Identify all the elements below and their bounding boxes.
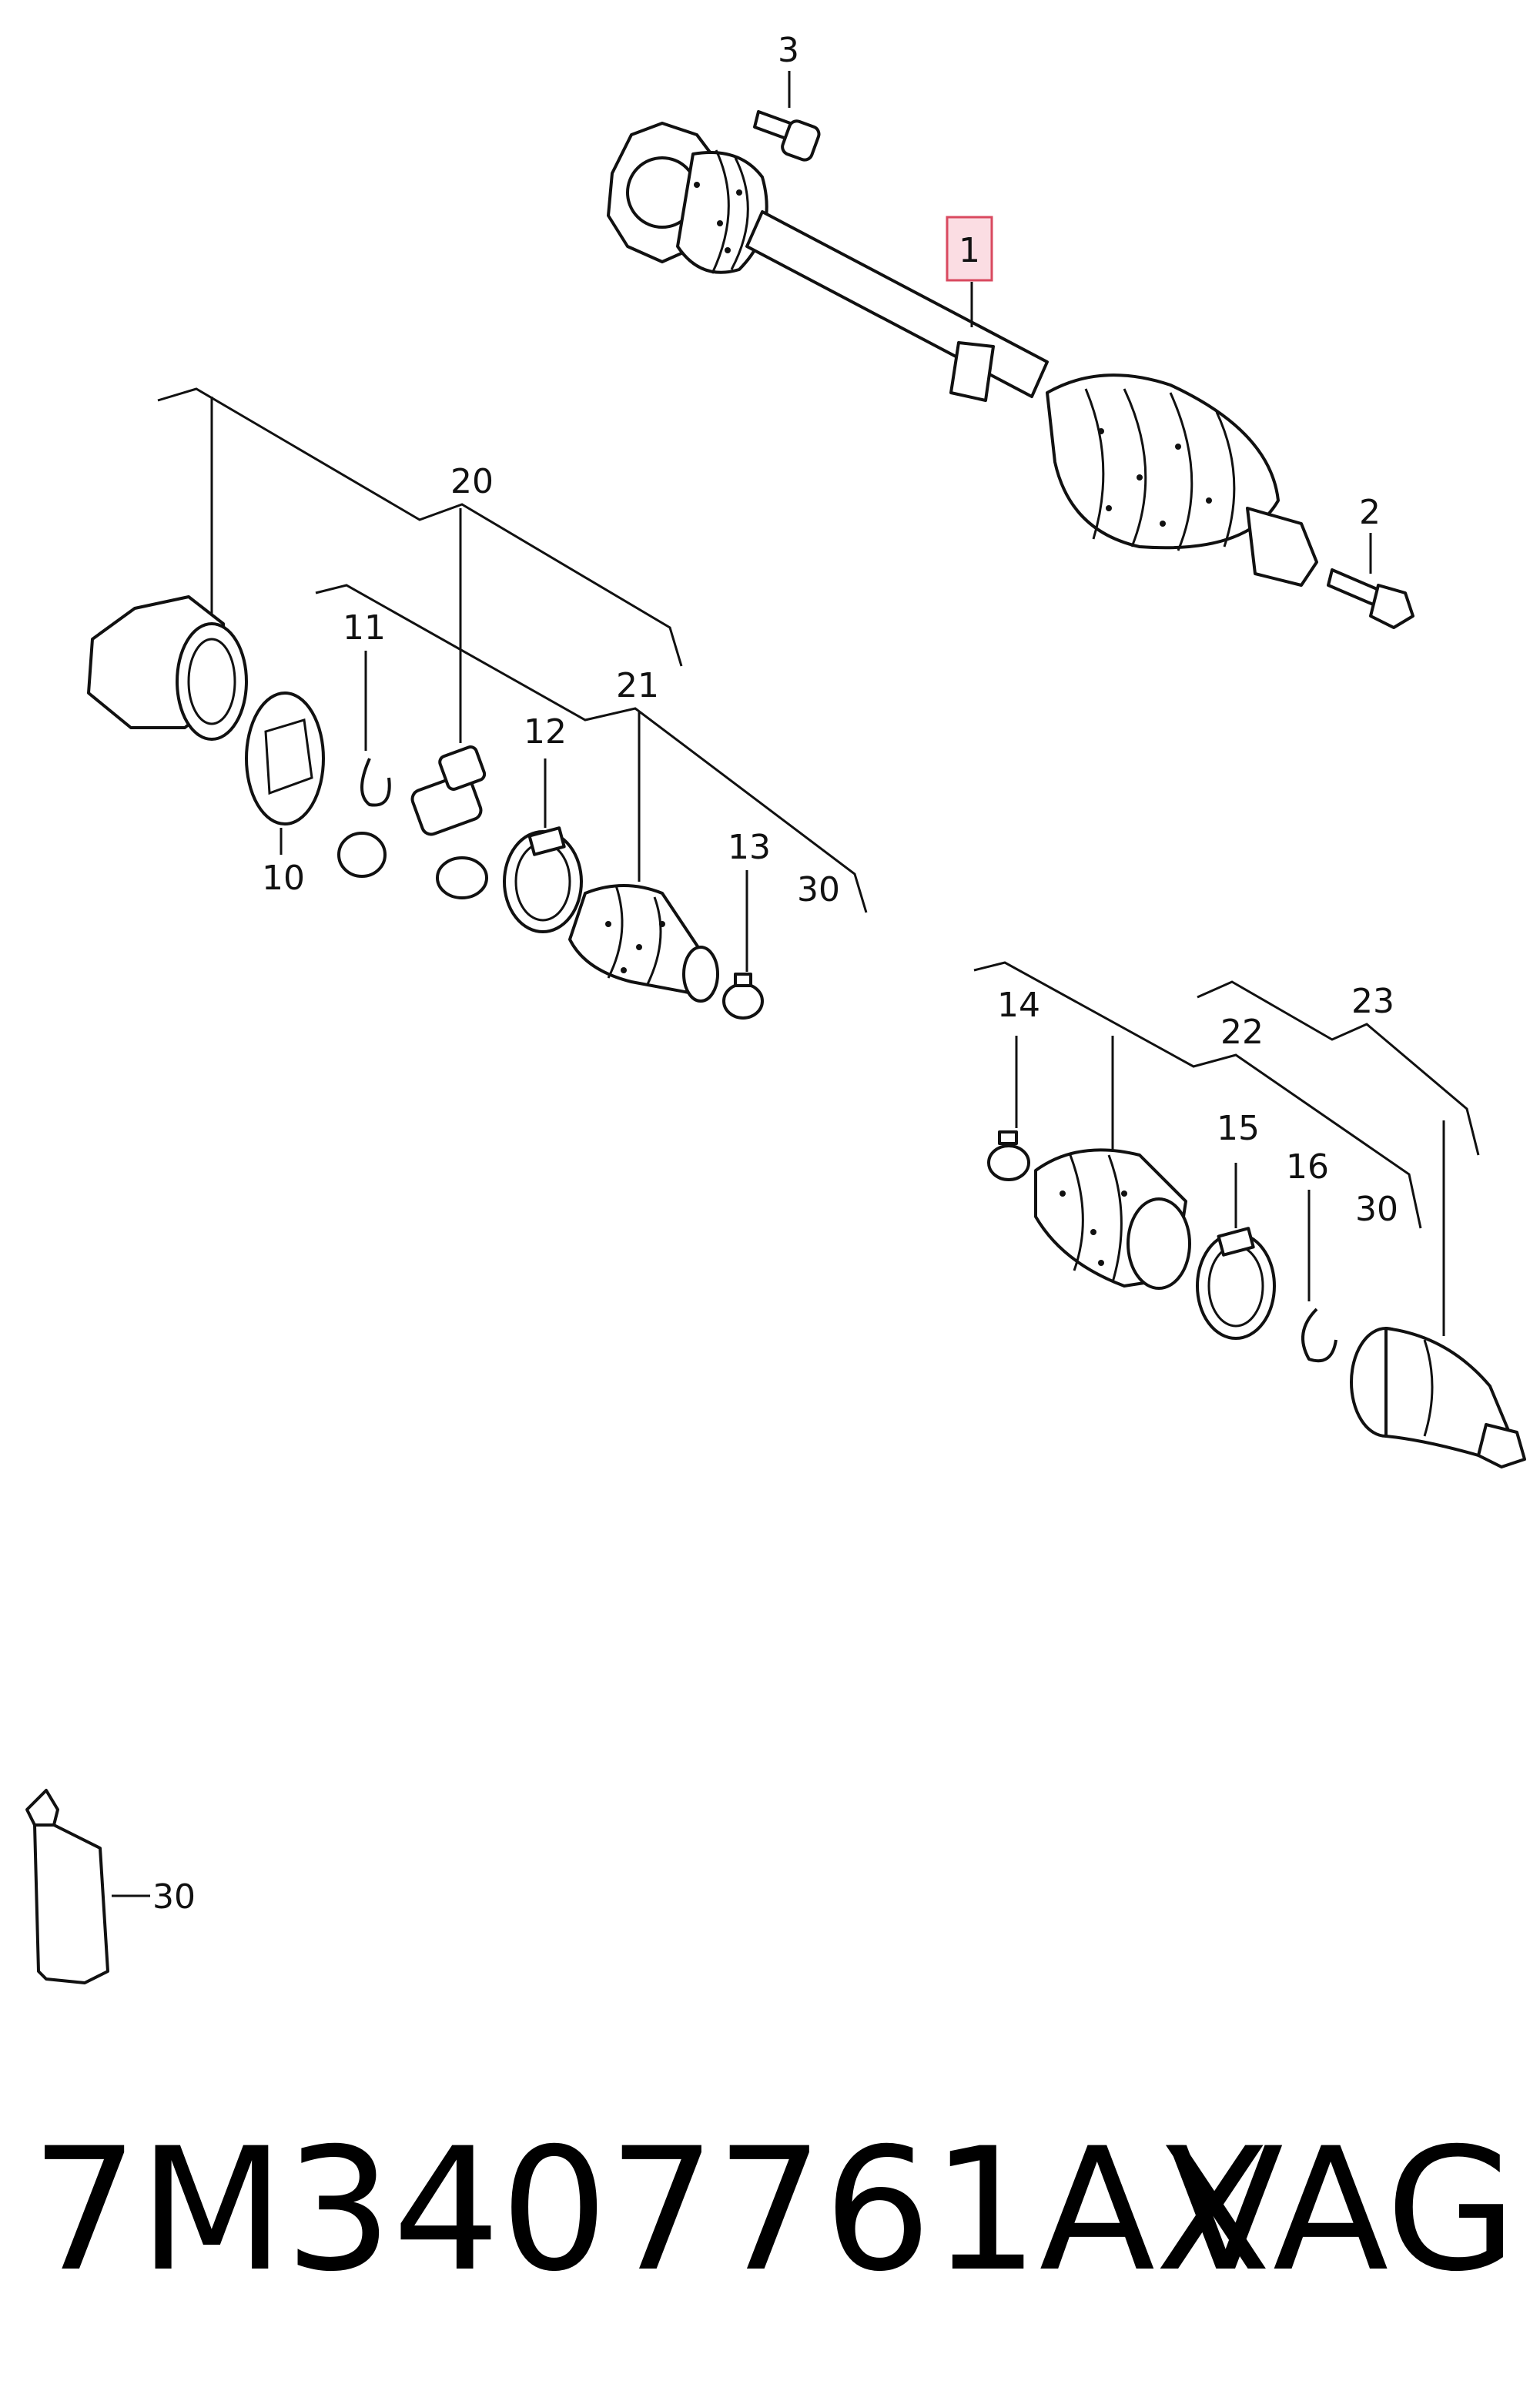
clamp-part-13 — [722, 973, 764, 1020]
callout-21: 21 — [616, 666, 659, 705]
drive-shaft-assembly — [607, 122, 1318, 587]
callout-1: 1 — [959, 231, 980, 270]
bracket-22 — [973, 961, 1422, 1229]
clamp-part-14 — [987, 1130, 1030, 1181]
callout-22: 22 — [1220, 1013, 1264, 1052]
callout-14: 14 — [997, 986, 1040, 1025]
joint-housing — [87, 595, 248, 741]
callout-13: 13 — [728, 828, 771, 867]
callout-30-a: 30 — [797, 870, 840, 909]
grease-tube-part-30 — [25, 1789, 109, 1984]
highlight-box-part-1 — [946, 216, 993, 282]
callout-16: 16 — [1286, 1147, 1329, 1187]
boot-part-22 — [1034, 1148, 1191, 1290]
bracket-23 — [1197, 980, 1480, 1156]
bracket-20 — [157, 387, 683, 667]
cover-part-10 — [245, 692, 325, 825]
callout-30-b: 30 — [1355, 1190, 1398, 1229]
brand-name: VAG — [1167, 2111, 1517, 2309]
callout-20: 20 — [450, 462, 494, 501]
callout-30-c: 30 — [152, 1877, 196, 1917]
circlip-part-11 — [360, 758, 391, 807]
clamp-part-15 — [1196, 1227, 1276, 1340]
callout-10: 10 — [262, 859, 305, 898]
callout-12: 12 — [524, 712, 567, 752]
callout-2: 2 — [1359, 493, 1381, 532]
bracket-21 — [315, 584, 868, 913]
callout-3: 3 — [778, 31, 799, 70]
part-code: 7M3407761AX — [31, 2111, 1271, 2309]
outer-joint-part-23 — [1350, 1327, 1526, 1468]
tripod-joint — [337, 745, 488, 899]
boot-part-21 — [568, 884, 719, 1003]
circlip-part-16 — [1301, 1308, 1337, 1363]
callout-11: 11 — [343, 608, 386, 648]
callout-15: 15 — [1217, 1109, 1260, 1148]
callout-23: 23 — [1351, 982, 1394, 1021]
bolt-part-2 — [1327, 568, 1414, 629]
clamp-part-12 — [503, 826, 583, 933]
bolt-part-3 — [753, 110, 821, 162]
